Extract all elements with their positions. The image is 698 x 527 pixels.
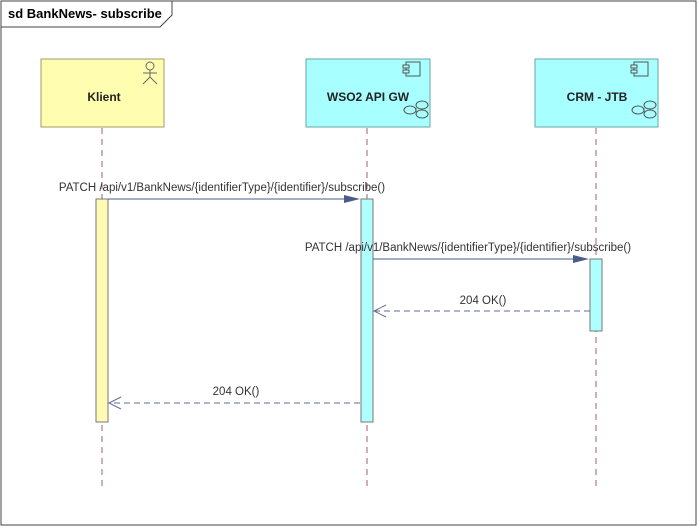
filled-arrowhead-icon xyxy=(344,195,360,203)
message-3[interactable]: 204 OK() xyxy=(372,295,590,318)
filled-arrowhead-icon xyxy=(573,255,589,263)
lifeline-label-klient: Klient xyxy=(87,90,120,104)
message-4[interactable]: 204 OK() xyxy=(107,386,360,410)
activation-bar-crm xyxy=(589,258,603,332)
open-arrowhead-icon xyxy=(107,396,122,410)
collaboration-icon xyxy=(403,100,429,119)
frame-title: sd BankNews- subscribe xyxy=(8,6,162,21)
lifeline-box-klient xyxy=(40,58,165,128)
actor-icon xyxy=(142,61,158,85)
message-label: PATCH /api/v1/BankNews/{identifierType}/… xyxy=(305,242,631,254)
message-2[interactable]: PATCH /api/v1/BankNews/{identifierType}/… xyxy=(305,242,631,263)
component-icon xyxy=(630,61,649,77)
open-arrowhead-icon xyxy=(372,304,387,318)
component-icon xyxy=(402,61,421,77)
message-label: 204 OK() xyxy=(460,295,507,307)
message-1[interactable]: PATCH /api/v1/BankNews/{identifierType}/… xyxy=(59,182,385,203)
activation-bar-wso2 xyxy=(360,198,374,423)
message-label: 204 OK() xyxy=(213,386,260,398)
frame-title-tab xyxy=(1,1,173,28)
lifeline-label-wso2: WSO2 API GW xyxy=(327,90,410,104)
lifeline-wso2[interactable]: WSO2 API GW xyxy=(305,58,431,128)
lifeline-crm[interactable]: CRM - JTB xyxy=(534,58,659,128)
lifeline-klient[interactable]: Klient xyxy=(40,58,165,128)
collaboration-icon xyxy=(631,100,657,119)
lifeline-label-crm: CRM - JTB xyxy=(567,90,628,104)
activation-bar-klient xyxy=(95,198,109,423)
message-label: PATCH /api/v1/BankNews/{identifierType}/… xyxy=(59,182,385,194)
